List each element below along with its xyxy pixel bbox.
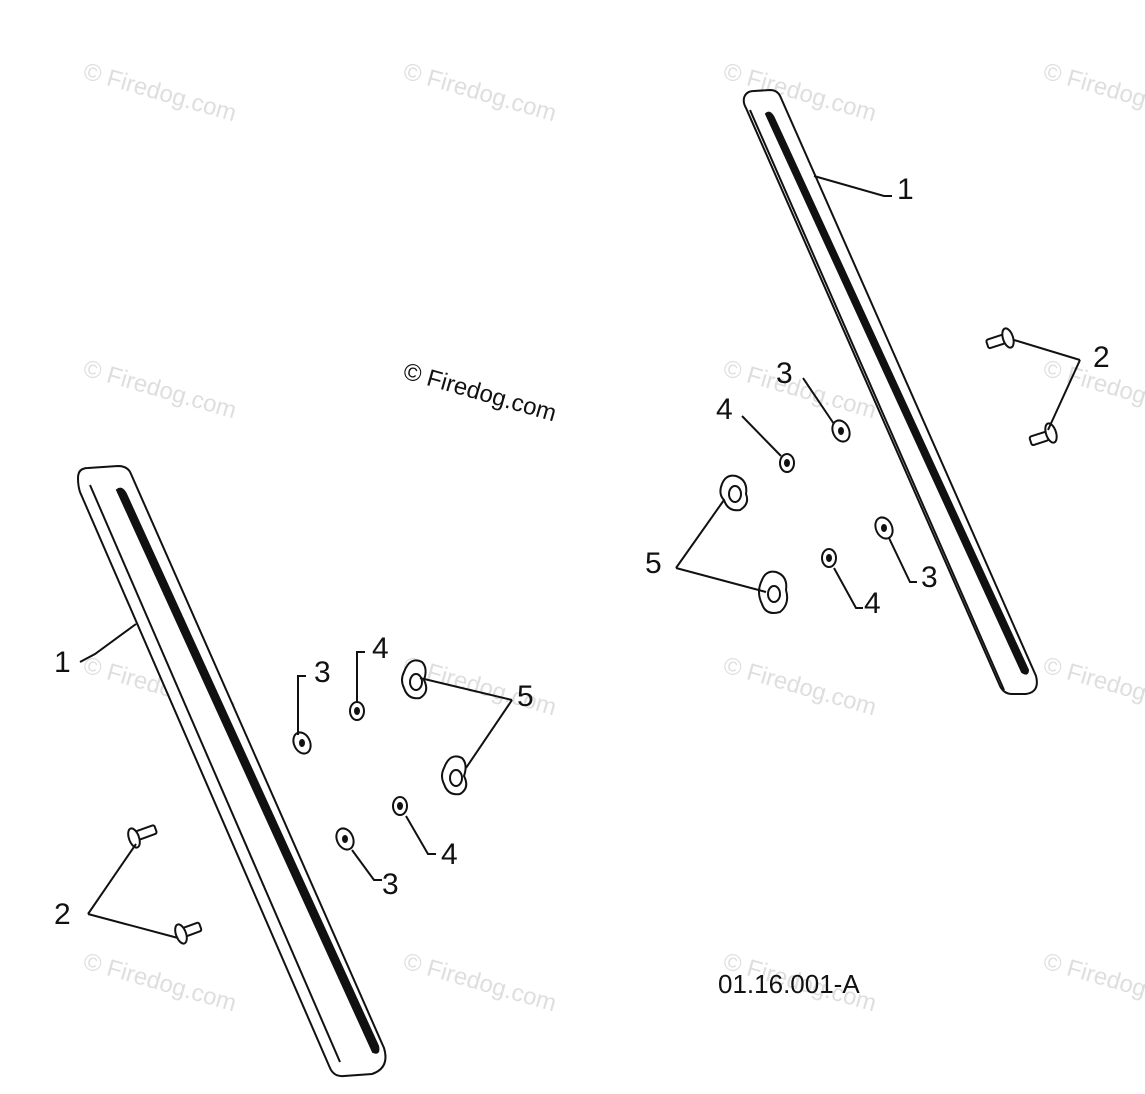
leader-line bbox=[888, 537, 917, 583]
callout-nut: 4 bbox=[716, 393, 733, 426]
left-washer-upper bbox=[292, 731, 312, 755]
callout-wing-nut: 5 bbox=[645, 547, 662, 580]
watermark: © Firedog.com bbox=[720, 652, 879, 721]
left-nut-upper bbox=[349, 701, 365, 721]
right-nut-upper bbox=[779, 453, 795, 473]
right-wing-nut-lower bbox=[758, 570, 789, 614]
leader-line bbox=[741, 415, 782, 457]
watermark: © Firedog.com bbox=[80, 355, 239, 424]
left-bolt-lower bbox=[174, 921, 203, 945]
watermark: © Firedog.com bbox=[1040, 948, 1145, 1017]
watermark: © Firedog.com bbox=[400, 58, 559, 127]
right-bolt-lower bbox=[1028, 422, 1058, 447]
figure-code: 01.16.001-A bbox=[718, 969, 860, 999]
watermark: © Firedog.com bbox=[1040, 58, 1145, 127]
leader-line bbox=[419, 677, 513, 769]
right-washer-upper bbox=[831, 419, 851, 443]
watermark-layer: © Firedog.com © Firedog.com © Firedog.co… bbox=[80, 58, 1145, 1017]
leader-line bbox=[813, 175, 892, 197]
leader-line bbox=[87, 843, 179, 939]
leader-line bbox=[356, 651, 365, 702]
right-bolt-upper bbox=[985, 327, 1015, 350]
leader-line bbox=[351, 849, 382, 881]
right-wing-nut-upper bbox=[719, 474, 749, 512]
callout-bolt: 2 bbox=[1093, 341, 1110, 374]
callout-nut: 4 bbox=[441, 838, 458, 871]
leader-line bbox=[802, 377, 835, 425]
callout-bolt: 2 bbox=[54, 898, 71, 931]
watermark: © Firedog.com bbox=[720, 58, 879, 127]
callout-nut: 4 bbox=[372, 632, 389, 665]
right-nut-lower bbox=[821, 548, 837, 568]
watermark: © Firedog.com bbox=[400, 948, 559, 1017]
callout-nut: 4 bbox=[864, 587, 881, 620]
left-assembly: 1 2 3 4 3 4 5 bbox=[54, 464, 534, 1078]
right-rail bbox=[742, 88, 1038, 695]
callout-rail: 1 bbox=[897, 173, 914, 206]
left-wing-nut-lower bbox=[441, 755, 468, 796]
left-bolt-upper bbox=[127, 824, 158, 849]
right-assembly: 1 2 3 4 3 4 5 bbox=[645, 88, 1110, 695]
callout-washer: 3 bbox=[776, 357, 793, 390]
leader-line bbox=[405, 815, 436, 855]
left-washer-lower bbox=[335, 827, 355, 851]
leader-line bbox=[1013, 339, 1081, 431]
left-wing-nut-upper bbox=[401, 659, 428, 700]
callout-washer: 3 bbox=[314, 656, 331, 689]
center-watermark: © Firedog.com bbox=[400, 358, 559, 427]
watermark: © Firedog.com bbox=[1040, 652, 1145, 721]
callout-wing-nut: 5 bbox=[517, 680, 534, 713]
watermark: © Firedog.com bbox=[720, 355, 879, 424]
left-rail bbox=[76, 464, 387, 1078]
watermark: © Firedog.com bbox=[80, 948, 239, 1017]
leader-line bbox=[297, 675, 306, 735]
left-nut-lower bbox=[392, 796, 408, 816]
callout-rail: 1 bbox=[54, 646, 71, 679]
callout-washer: 3 bbox=[382, 868, 399, 901]
leader-line bbox=[833, 567, 863, 609]
callout-washer: 3 bbox=[921, 561, 938, 594]
leader-line bbox=[675, 499, 767, 593]
watermark: © Firedog.com bbox=[80, 58, 239, 127]
leader-line bbox=[79, 623, 137, 663]
right-washer-lower bbox=[874, 516, 894, 540]
